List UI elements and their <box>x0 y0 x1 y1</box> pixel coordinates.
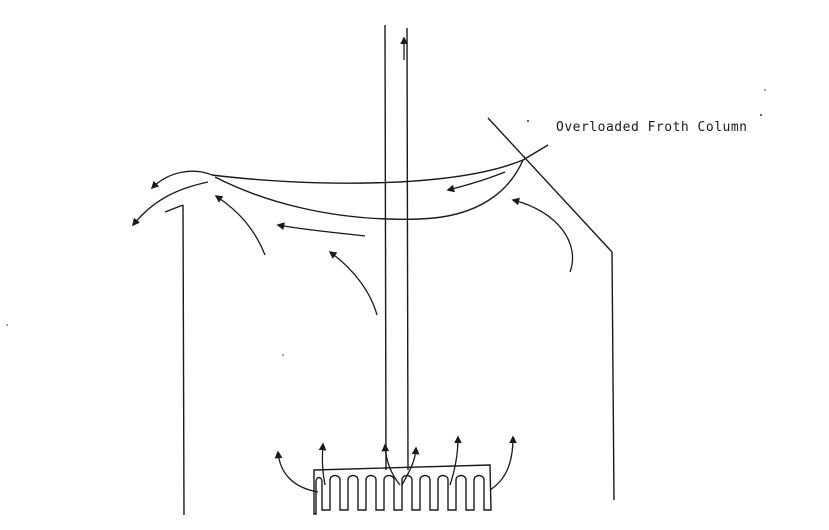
impeller-shaft <box>384 24 409 471</box>
tank-right-wall <box>611 251 615 501</box>
froth-surface <box>211 144 549 220</box>
tank-left-lip <box>164 204 184 213</box>
impeller-arrows <box>274 435 517 493</box>
tank-left-wall <box>182 204 185 516</box>
impeller <box>313 464 492 515</box>
scan-specks <box>6 89 766 356</box>
surface-flow-arrows <box>276 171 506 237</box>
froth-column-label: Overloaded Froth Column <box>556 120 748 135</box>
froth-weir-slant <box>487 117 613 253</box>
overflow-arrows <box>132 170 213 227</box>
tank-walls <box>164 117 615 516</box>
circulation-arrows <box>214 195 574 316</box>
